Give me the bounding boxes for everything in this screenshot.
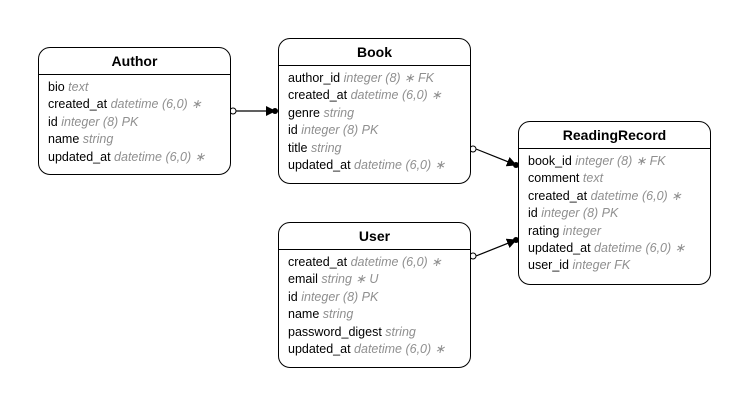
attribute-name: author_id [288, 71, 341, 85]
attribute-row: created_at datetime (6,0) ∗ [528, 188, 701, 205]
attribute-type: string [385, 324, 416, 339]
attribute-type: datetime (6,0) ∗ [590, 188, 682, 203]
attribute-row: updated_at datetime (6,0) ∗ [288, 341, 461, 358]
attribute-name: user_id [528, 258, 569, 273]
attribute-row: comment text [528, 170, 701, 187]
attribute-name: password_digest [288, 324, 382, 339]
attribute-name: updated_at [48, 149, 111, 164]
attribute-row: book_id integer (8) ∗ FK [528, 153, 701, 170]
attribute-name: id [288, 123, 298, 138]
attribute-type: string [82, 132, 114, 147]
attribute-row: genre string [288, 105, 461, 122]
attribute-name: rating [528, 223, 560, 238]
many-end-marker [513, 162, 519, 168]
attribute-type: datetime (6,0) ∗ [354, 342, 446, 357]
attribute-row: password_digest string [288, 324, 461, 341]
relationship-user-readingrecord [469, 237, 519, 260]
relationship-book-readingrecord [469, 145, 519, 168]
attribute-name: comment [528, 171, 580, 186]
relationship-line [475, 238, 517, 257]
attribute-row: created_at datetime (6,0) ∗ [288, 254, 461, 271]
attribute-type: datetime (6,0) ∗ [594, 241, 686, 256]
attribute-name: updated_at [288, 158, 351, 173]
attribute-type: datetime (6,0) ∗ [114, 149, 206, 164]
attribute-row: rating integer [528, 223, 701, 240]
attribute-type: datetime (6,0) ∗ [354, 158, 446, 173]
attribute-type: integer FK [572, 258, 631, 273]
entity-title: User [279, 223, 470, 250]
attribute-type: integer (8) PK [301, 123, 379, 138]
many-end-marker [513, 237, 519, 243]
attribute-name: created_at [288, 255, 348, 269]
relationship-author-book [229, 106, 278, 116]
attribute-name: email [288, 272, 318, 287]
entity-title: Author [39, 48, 230, 75]
attribute-name: bio [48, 80, 65, 94]
attribute-row: author_id integer (8) ∗ FK [288, 70, 461, 87]
attribute-name: title [288, 140, 308, 155]
attribute-name: created_at [288, 88, 348, 103]
attribute-row: name string [288, 306, 461, 323]
attribute-row: id integer (8) PK [288, 122, 461, 139]
attribute-row: created_at datetime (6,0) ∗ [288, 87, 461, 104]
attribute-type: datetime (6,0) ∗ [110, 97, 202, 112]
attribute-name: id [288, 289, 298, 304]
attribute-row: updated_at datetime (6,0) ∗ [288, 157, 461, 174]
attribute-type: integer (8) ∗ FK [575, 154, 666, 168]
attribute-name: name [48, 132, 80, 147]
attribute-type: text [582, 171, 604, 186]
attribute-type: text [68, 80, 89, 94]
relationship-line [475, 148, 517, 167]
attribute-row: updated_at datetime (6,0) ∗ [48, 149, 221, 166]
attribute-name: id [528, 206, 538, 221]
attribute-name: id [48, 114, 58, 129]
attribute-row: id integer (8) PK [48, 114, 221, 131]
attribute-name: updated_at [288, 342, 351, 357]
attribute-row: created_at datetime (6,0) ∗ [48, 96, 221, 113]
attribute-row: id integer (8) PK [528, 205, 701, 222]
attribute-name: name [288, 307, 320, 322]
attribute-name: created_at [528, 188, 588, 203]
attribute-name: updated_at [528, 241, 591, 256]
attribute-row: id integer (8) PK [288, 289, 461, 306]
attribute-type: string ∗ U [321, 272, 379, 287]
entity-user: User created_at datetime (6,0) ∗email st… [278, 222, 471, 368]
attribute-row: updated_at datetime (6,0) ∗ [528, 240, 701, 257]
attribute-name: genre [288, 105, 320, 120]
attribute-type: integer (8) ∗ FK [343, 71, 434, 85]
many-end-marker [272, 108, 278, 114]
attribute-type: datetime (6,0) ∗ [350, 88, 442, 103]
attribute-type: integer [562, 223, 601, 238]
attribute-type: integer (8) PK [301, 289, 379, 304]
attribute-list: created_at datetime (6,0) ∗email string … [279, 250, 470, 358]
attribute-row: user_id integer FK [528, 257, 701, 274]
attribute-type: integer (8) PK [61, 114, 139, 129]
attribute-name: created_at [48, 97, 108, 112]
entity-title: ReadingRecord [519, 122, 710, 149]
attribute-type: datetime (6,0) ∗ [350, 255, 442, 269]
attribute-row: name string [48, 131, 221, 148]
attribute-row: title string [288, 140, 461, 157]
attribute-type: string [310, 140, 342, 155]
attribute-row: email string ∗ U [288, 271, 461, 288]
attribute-type: integer (8) PK [541, 206, 619, 221]
entity-title: Book [279, 39, 470, 66]
attribute-type: string [322, 307, 354, 322]
attribute-row: bio text [48, 79, 221, 96]
attribute-type: string [323, 105, 355, 120]
attribute-name: book_id [528, 154, 572, 168]
